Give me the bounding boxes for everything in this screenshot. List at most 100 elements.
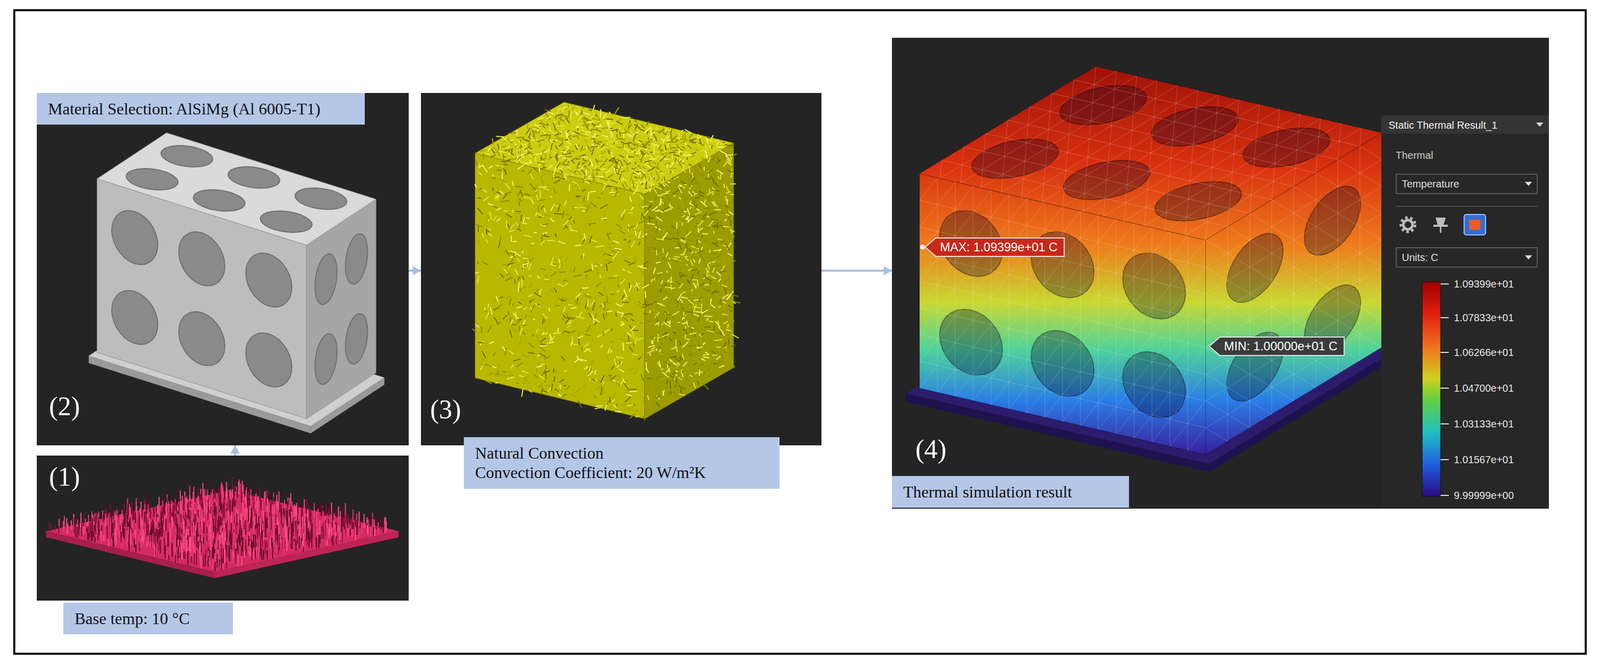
mesh-texture xyxy=(639,322,643,324)
mesh-texture xyxy=(508,371,514,376)
pin-fin xyxy=(183,496,185,511)
pin-fin xyxy=(201,515,203,530)
pin-fin xyxy=(248,546,250,554)
pin-fin xyxy=(200,540,202,553)
pin-fin xyxy=(385,521,387,532)
pin-fin xyxy=(380,521,382,531)
pin-fin xyxy=(216,554,218,568)
mesh-texture xyxy=(476,224,483,227)
mesh-texture xyxy=(539,190,541,198)
pin-fin xyxy=(272,516,274,529)
mesh-texture xyxy=(622,404,626,410)
mesh-texture xyxy=(595,313,597,319)
mesh-texture xyxy=(610,328,613,332)
pin-fin xyxy=(359,521,361,529)
mesh-texture xyxy=(557,204,561,213)
mesh-texture xyxy=(485,239,489,244)
pin-fin xyxy=(203,553,205,568)
pin-fin xyxy=(325,503,327,516)
pin-fin xyxy=(193,486,195,503)
pin-fin xyxy=(219,534,221,549)
mesh-texture xyxy=(630,325,635,332)
pin-fin xyxy=(232,498,234,512)
pin-fin xyxy=(367,519,369,536)
mesh-texture xyxy=(592,338,594,342)
pin-fin xyxy=(213,502,215,516)
pin-fin xyxy=(149,503,151,520)
mesh-texture xyxy=(515,306,523,309)
pin-fin xyxy=(356,520,358,535)
mesh-texture xyxy=(555,232,557,238)
mesh-texture xyxy=(584,334,591,336)
mesh-texture xyxy=(630,288,633,292)
pin-fin xyxy=(291,511,293,523)
pin-fin xyxy=(298,536,300,549)
pin-fin xyxy=(168,533,170,547)
mesh-texture xyxy=(632,331,634,340)
pin-fin xyxy=(131,527,133,533)
mesh-texture xyxy=(594,296,596,303)
mesh-texture xyxy=(638,231,641,239)
pin-fin xyxy=(109,518,111,532)
pin-fin xyxy=(199,515,201,532)
mesh-texture xyxy=(529,275,532,276)
mesh-texture xyxy=(525,314,527,319)
pin-fin xyxy=(226,545,228,557)
pin-fin xyxy=(220,493,222,510)
pin-fin xyxy=(175,499,177,512)
pin-fin xyxy=(321,526,323,540)
pin-fin xyxy=(332,515,334,522)
mesh-texture xyxy=(554,287,557,294)
mesh-texture xyxy=(593,315,595,320)
pin-fin xyxy=(302,546,304,553)
mesh-texture xyxy=(527,352,535,355)
mesh-texture xyxy=(520,336,522,344)
mesh-texture xyxy=(578,231,581,240)
mesh-texture xyxy=(519,286,526,290)
mesh-texture xyxy=(559,384,561,390)
mesh-texture xyxy=(630,319,635,322)
mesh-texture xyxy=(474,184,477,188)
mesh-texture xyxy=(626,394,633,397)
mesh-texture xyxy=(475,272,479,274)
mesh-texture xyxy=(544,316,548,319)
mesh-texture xyxy=(475,159,478,166)
pin-fin xyxy=(353,522,355,530)
mesh-texture xyxy=(565,283,568,286)
pin-fin xyxy=(243,508,245,520)
mesh-texture xyxy=(477,239,480,244)
pin-fin xyxy=(174,538,176,555)
pin-fin xyxy=(147,523,149,536)
pin-fin xyxy=(244,550,246,559)
pin-fin xyxy=(375,517,378,530)
mesh-texture xyxy=(542,319,544,325)
mesh-texture xyxy=(629,196,632,202)
mesh-texture xyxy=(511,208,514,213)
pin-fin xyxy=(221,503,223,514)
mesh-texture xyxy=(541,236,543,243)
pin-fin xyxy=(161,537,163,549)
pin-fin xyxy=(217,555,219,572)
mesh-texture xyxy=(492,308,499,311)
mesh-texture xyxy=(600,345,603,348)
pin-fin xyxy=(286,526,288,541)
mesh-texture xyxy=(622,378,625,384)
mesh-texture xyxy=(590,202,597,208)
mesh-texture xyxy=(549,307,550,312)
mesh-texture xyxy=(529,315,534,317)
pin-fin xyxy=(212,488,214,505)
mesh-texture xyxy=(523,217,525,224)
mesh-texture xyxy=(601,218,608,220)
mesh-texture xyxy=(496,192,501,195)
mesh-texture xyxy=(619,361,621,365)
mesh-texture xyxy=(624,260,630,263)
mesh-texture xyxy=(587,371,594,377)
mesh-texture xyxy=(553,204,559,207)
mesh-texture xyxy=(628,296,630,300)
mesh-texture xyxy=(480,363,485,371)
mesh-texture xyxy=(633,238,642,241)
mesh-texture xyxy=(630,269,632,273)
mesh-texture xyxy=(562,307,566,313)
mesh-texture xyxy=(573,344,579,346)
pin-fin xyxy=(259,523,261,537)
